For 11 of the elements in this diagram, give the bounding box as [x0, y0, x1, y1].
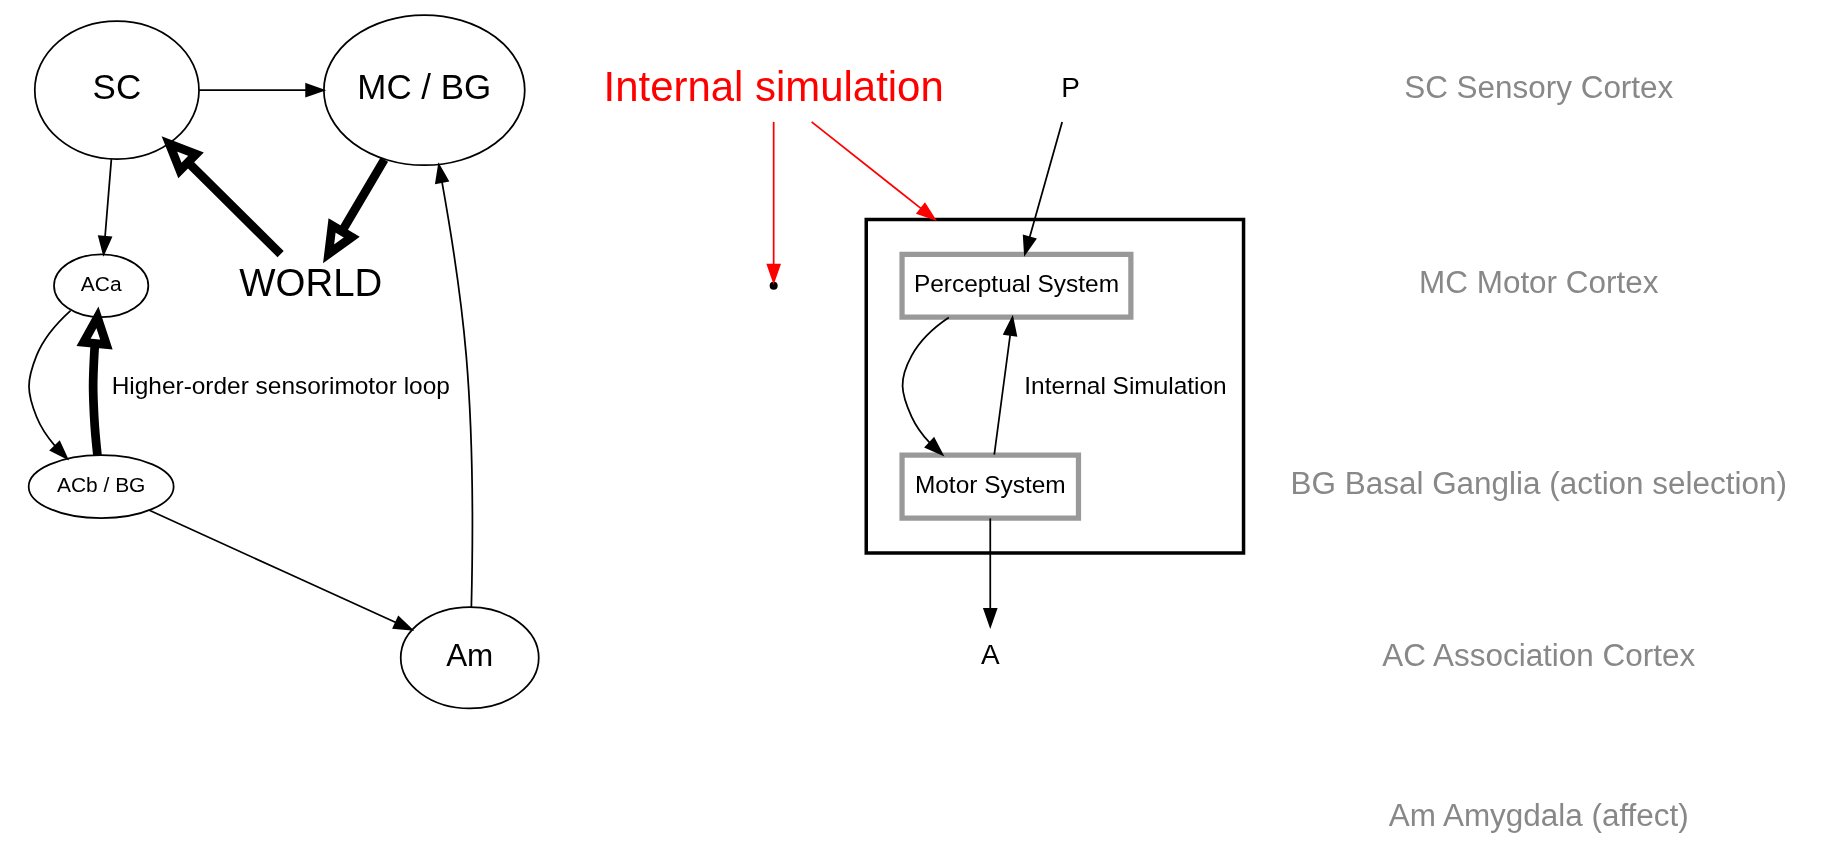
label: MC Motor Cortex	[1419, 265, 1659, 301]
node-text: Internal simulation	[603, 62, 944, 110]
node-text: A	[980, 639, 1000, 671]
edge-label: Internal Simulation	[1024, 371, 1227, 399]
edge-label: Higher-order sensorimotor loop	[111, 371, 450, 399]
node-text: P	[1061, 71, 1080, 103]
label: AC Association Cortex	[1382, 637, 1696, 673]
label: BG Basal Ganglia (action selection)	[1290, 466, 1787, 502]
label: Am Amygdala (affect)	[1388, 798, 1689, 834]
node-text: WORLD	[239, 260, 383, 304]
label: SC Sensory Cortex	[1404, 69, 1674, 105]
